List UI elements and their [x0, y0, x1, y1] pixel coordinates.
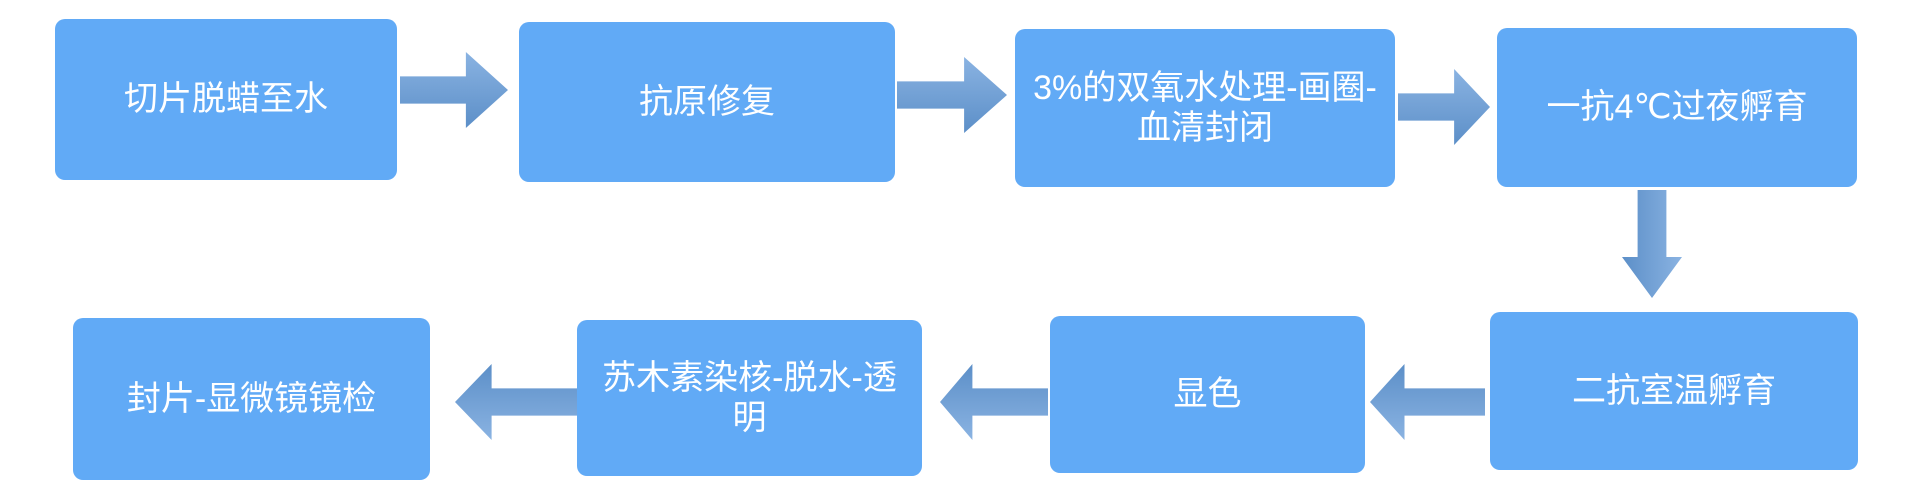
flow-arrow-right-icon — [400, 52, 508, 128]
flow-step-antigen-retrieval: 抗原修复 — [519, 22, 895, 182]
flow-step-label: 二抗室温孵育 — [1572, 371, 1776, 410]
flow-arrow-left-icon — [1370, 364, 1485, 440]
flow-step-peroxide-block: 3%的双氧水处理-画圈- 血清封闭 — [1015, 29, 1395, 187]
flow-step-label: 封片-显微镜镜检 — [126, 379, 377, 418]
flow-step-hematoxylin-dehydrate: 苏木素染核-脱水-透 明 — [577, 320, 922, 476]
flow-arrow-down-icon — [1622, 190, 1682, 298]
flow-step-dewax: 切片脱蜡至水 — [55, 19, 397, 180]
flow-step-mount-microscopy: 封片-显微镜镜检 — [73, 318, 430, 480]
flow-arrow-right-icon — [1398, 69, 1490, 145]
flow-step-label: 一抗4℃过夜孵育 — [1546, 88, 1808, 127]
flow-step-color-development: 显色 — [1050, 316, 1365, 473]
flow-step-label: 3%的双氧水处理-画圈- 血清封闭 — [1033, 68, 1377, 147]
flow-arrow-right-icon — [897, 57, 1007, 133]
flow-step-secondary-antibody: 二抗室温孵育 — [1490, 312, 1858, 470]
flow-step-label: 切片脱蜡至水 — [124, 80, 328, 119]
flow-step-label: 显色 — [1173, 375, 1242, 414]
flow-step-label: 抗原修复 — [639, 82, 775, 121]
flow-arrow-left-icon — [940, 364, 1048, 440]
flow-step-primary-antibody: 一抗4℃过夜孵育 — [1497, 28, 1857, 187]
flow-arrow-left-icon — [455, 364, 577, 440]
flow-step-label: 苏木素染核-脱水-透 明 — [602, 358, 897, 437]
